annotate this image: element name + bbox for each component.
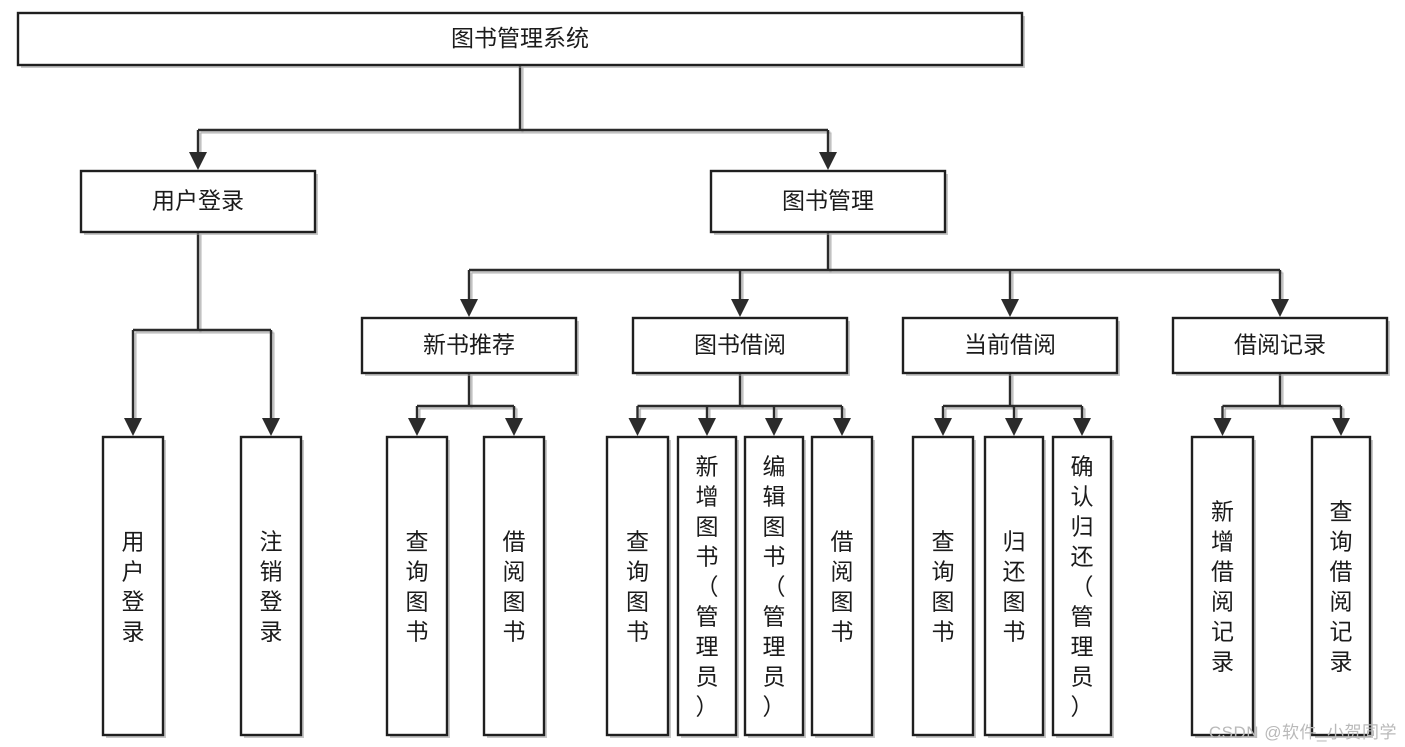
node-rect [360, 316, 578, 375]
csdn-watermark: CSDN @软件_小贺同学 [1208, 723, 1397, 742]
book-management-arrow-1 [731, 299, 749, 317]
node-return-book[interactable]: 归还图书 [983, 435, 1046, 738]
current-borrow-arrow-0 [934, 418, 952, 436]
node-add-book[interactable]: 新增图书（管理员） [676, 435, 739, 738]
node-query-book-3[interactable]: 查询图书 [911, 435, 976, 738]
node-label: 归还图书 [1003, 528, 1026, 644]
node-query-book-1[interactable]: 查询图书 [385, 435, 450, 738]
node-book-management[interactable]: 图书管理 [709, 169, 948, 235]
node-rect [911, 435, 975, 737]
node-label: 借阅图书 [831, 528, 854, 644]
book-borrow-arrow-1 [698, 418, 716, 436]
node-book-borrow[interactable]: 图书借阅 [631, 316, 850, 376]
node-label: 新增图书（管理员） [696, 453, 719, 719]
node-rect [1051, 435, 1113, 737]
node-rect [239, 435, 303, 737]
node-label: 查询图书 [932, 528, 955, 644]
node-user-login[interactable]: 用户登录 [79, 169, 318, 235]
node-label: 确认归还（管理员） [1071, 453, 1094, 719]
node-label: 查询借阅记录 [1330, 498, 1353, 674]
node-label: 注销登录 [260, 528, 283, 644]
node-rect [631, 316, 849, 375]
node-rect [983, 435, 1045, 737]
user-login-arrow-0 [124, 418, 142, 436]
nodes-layer: 图书管理系统用户登录用户登录注销登录图书管理新书推荐查询图书借阅图书图书借阅查询… [16, 11, 1390, 738]
node-rect [101, 435, 165, 737]
book-borrow-arrow-3 [833, 418, 851, 436]
node-add-borrow-record[interactable]: 新增借阅记录 [1190, 435, 1256, 738]
book-borrow-arrow-0 [628, 418, 647, 436]
node-query-book-2[interactable]: 查询图书 [605, 435, 671, 738]
node-rect [482, 435, 546, 737]
node-confirm-return[interactable]: 确认归还（管理员） [1051, 435, 1114, 738]
node-rect [676, 435, 738, 737]
node-label: 借阅记录 [1234, 332, 1326, 358]
new-book-recommend-arrow-0 [408, 418, 426, 436]
node-rect [1310, 435, 1372, 737]
node-user-logout[interactable]: 注销登录 [239, 435, 304, 738]
user-login-arrow-1 [262, 418, 280, 436]
node-rect [901, 316, 1119, 375]
node-rect [810, 435, 874, 737]
node-label: 用户登录 [122, 528, 145, 644]
node-label: 查询图书 [626, 528, 649, 644]
current-borrow-arrow-1 [1005, 418, 1023, 436]
node-root-图书管理系统[interactable]: 图书管理系统 [16, 11, 1025, 68]
new-book-recommend-arrow-1 [505, 418, 523, 436]
node-query-borrow-record[interactable]: 查询借阅记录 [1310, 435, 1373, 738]
node-user-login-do[interactable]: 用户登录 [101, 435, 166, 738]
node-edit-book[interactable]: 编辑图书（管理员） [743, 435, 806, 738]
current-borrow-arrow-2 [1073, 418, 1091, 436]
node-rect [385, 435, 449, 737]
node-label: 借阅图书 [503, 528, 526, 644]
node-label: 新增借阅记录 [1211, 498, 1234, 674]
node-borrow-book-2[interactable]: 借阅图书 [810, 435, 875, 738]
book-management-arrow-2 [1001, 299, 1019, 317]
node-label: 图书管理 [782, 188, 874, 214]
book-management-arrow-0 [460, 299, 478, 317]
node-rect [743, 435, 805, 737]
node-label: 图书借阅 [694, 332, 786, 358]
node-rect [16, 11, 1024, 67]
node-label: 当前借阅 [964, 332, 1056, 358]
node-label: 编辑图书（管理员） [763, 453, 786, 719]
node-rect [1171, 316, 1389, 375]
node-rect [79, 169, 317, 234]
node-rect [1190, 435, 1255, 737]
node-label: 用户登录 [152, 188, 244, 214]
connectors-layer [124, 65, 1350, 436]
book-management-arrow-3 [1271, 299, 1289, 317]
node-rect [709, 169, 947, 234]
node-new-book-recommend[interactable]: 新书推荐 [360, 316, 579, 376]
node-borrow-records[interactable]: 借阅记录 [1171, 316, 1390, 376]
node-current-borrow[interactable]: 当前借阅 [901, 316, 1120, 376]
node-borrow-book-1[interactable]: 借阅图书 [482, 435, 547, 738]
node-rect [605, 435, 670, 737]
borrow-records-arrow-0 [1213, 418, 1232, 436]
node-label: 新书推荐 [423, 332, 515, 358]
root-arrow-1 [819, 152, 837, 170]
borrow-records-arrow-1 [1332, 418, 1350, 436]
root-arrow-0 [189, 152, 207, 170]
book-borrow-arrow-2 [765, 418, 783, 436]
node-label: 查询图书 [406, 528, 429, 644]
node-label: 图书管理系统 [451, 25, 589, 51]
